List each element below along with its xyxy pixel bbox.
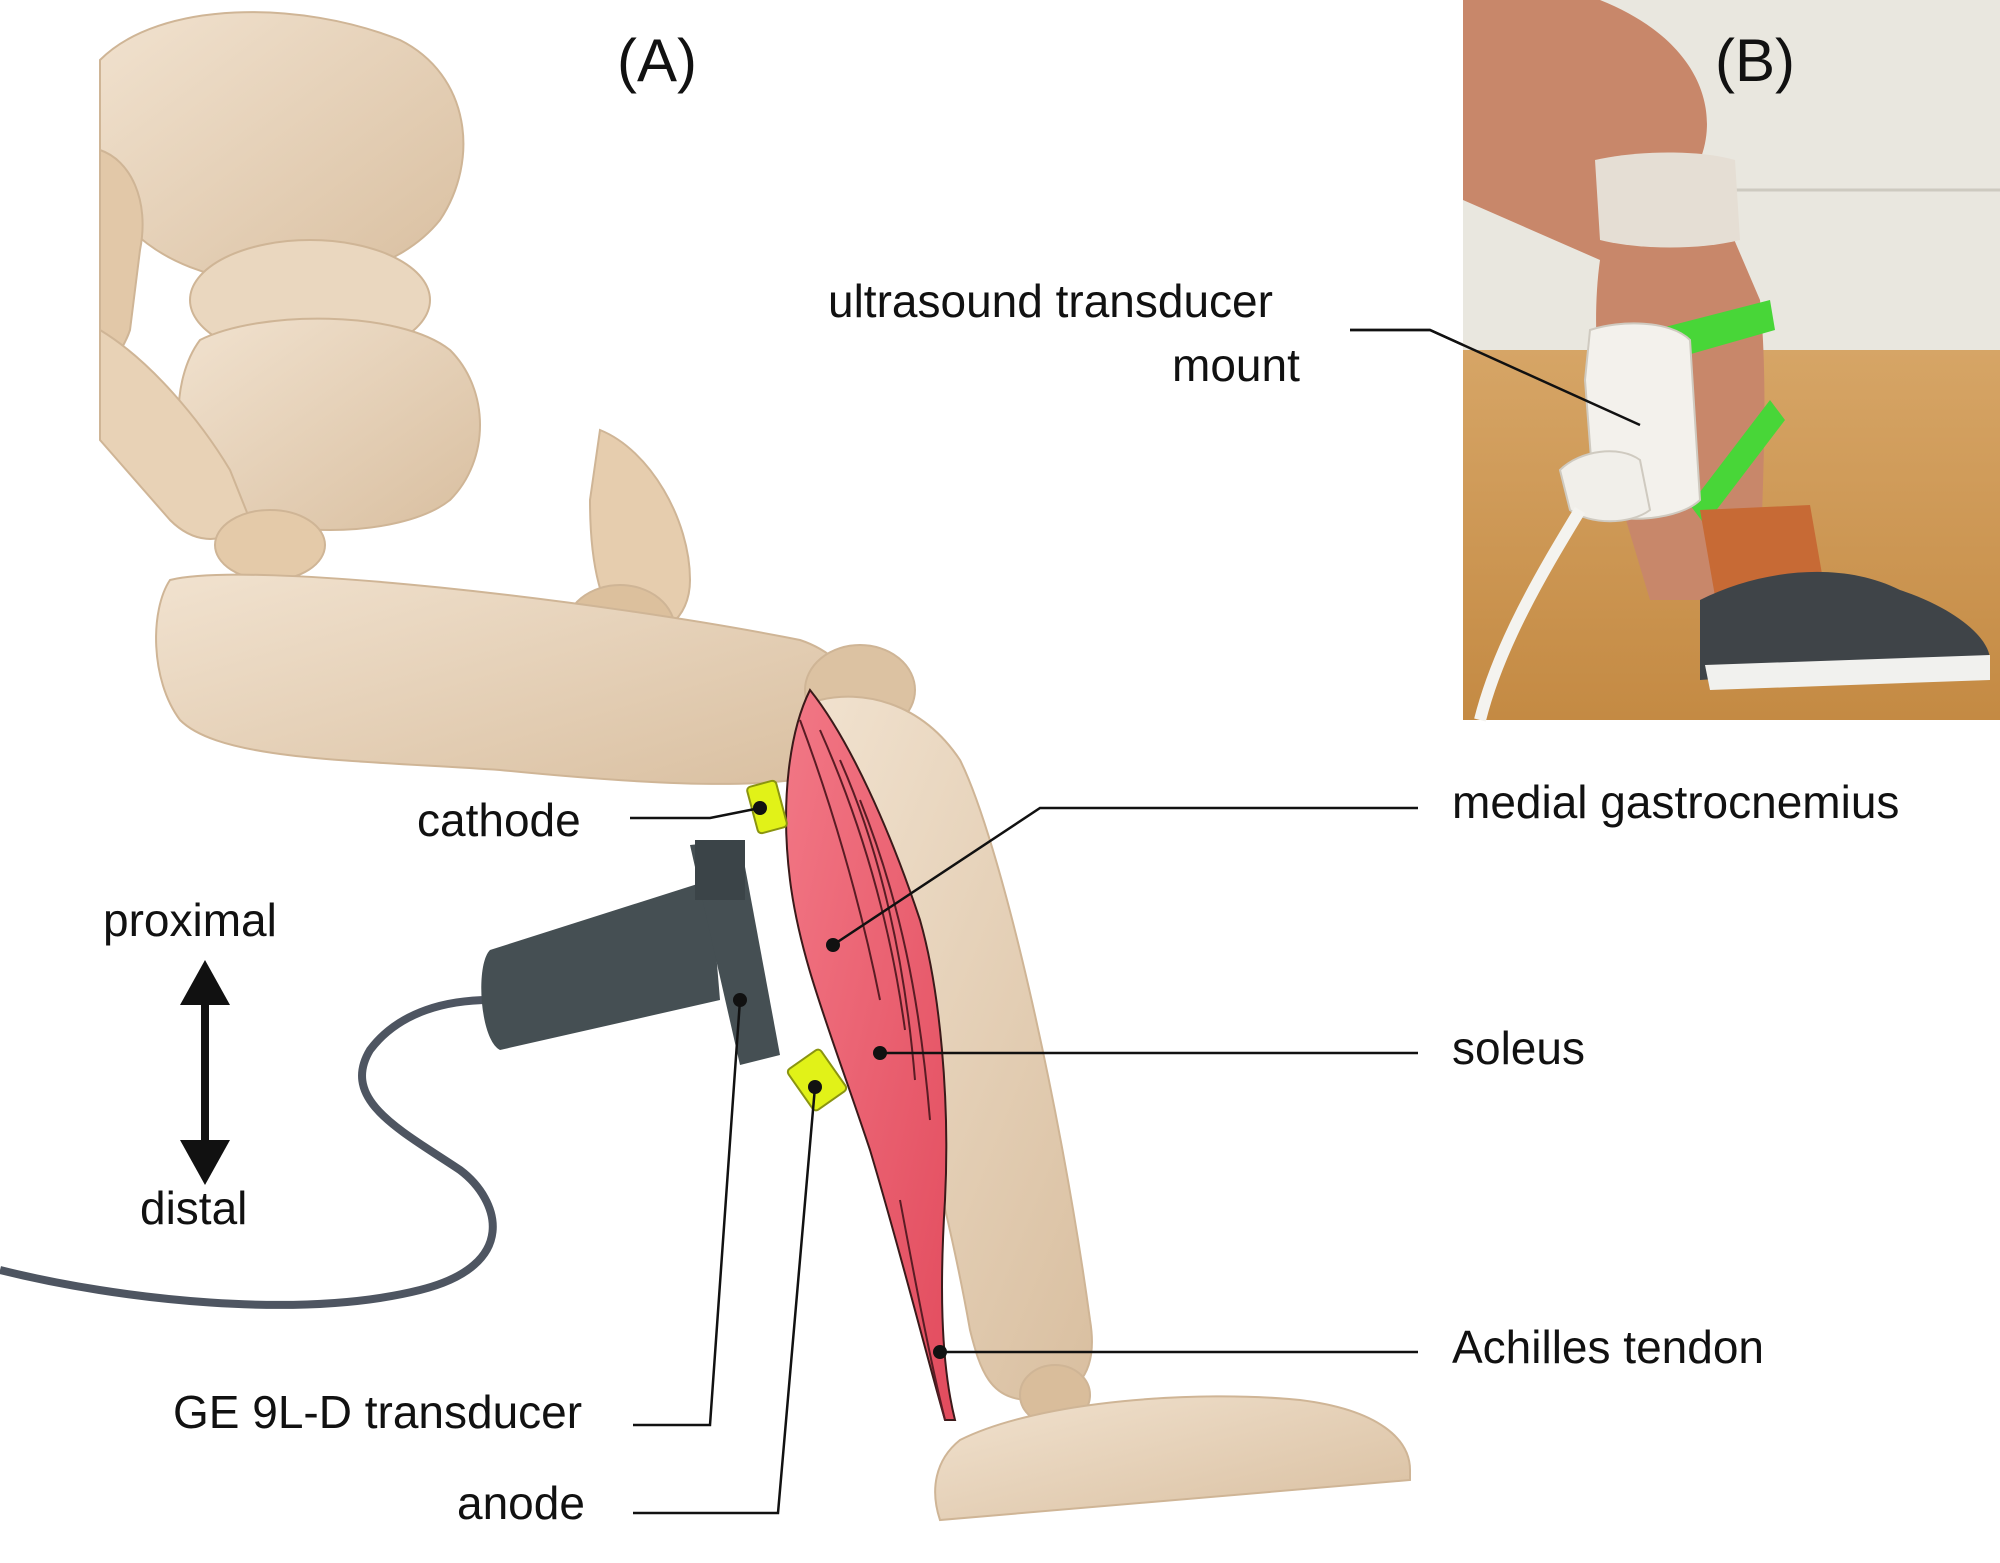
photo-strap-lower: [1690, 400, 1785, 525]
muscle-fiber: [799, 719, 881, 1001]
photo-shoe: [1700, 571, 1990, 680]
photo-tape: [1595, 152, 1740, 248]
probe-cap: [695, 840, 745, 900]
panel-b-label: (B): [1715, 27, 1795, 94]
distal-label: distal: [140, 1182, 248, 1234]
arrow-up-head: [180, 960, 230, 1005]
achilles-tendon-label: Achilles tendon: [1452, 1321, 1764, 1373]
direction-arrow: [180, 960, 230, 1185]
cathode-electrode: [746, 779, 788, 835]
mannequin: [99, 11, 1411, 1522]
gastrocnemius-muscle: [785, 688, 957, 1421]
anode-label: anode: [457, 1477, 585, 1529]
leader-lines: [630, 328, 1641, 1515]
probe-cable: [0, 996, 497, 1309]
mannequin-hand-left: [214, 509, 326, 581]
ultrasound-mount-label-line1: ultrasound transducer: [828, 275, 1273, 327]
mannequin-foot: [934, 1395, 1411, 1522]
ultrasound-probe: [0, 840, 780, 1309]
mannequin-thigh: [155, 573, 865, 785]
photo-shoe-sole: [1705, 655, 1990, 690]
panel-a-label: (A): [617, 27, 697, 94]
medial-gastrocnemius-label: medial gastrocnemius: [1452, 776, 1900, 828]
mannequin-forearm-left: [99, 328, 252, 540]
arrow-down-head: [180, 1140, 230, 1185]
proximal-label: proximal: [103, 894, 277, 946]
cathode-label: cathode: [417, 794, 581, 846]
mannequin-chest: [99, 11, 465, 284]
probe-handle: [481, 880, 720, 1050]
photo-cable: [1474, 506, 1586, 722]
achilles-tendon-shape: [899, 1199, 946, 1421]
leader-lines-b: [1350, 328, 1641, 427]
photo-probe: [1558, 450, 1652, 523]
ultrasound-mount-label-line2: mount: [1172, 339, 1300, 391]
photo-panel-b: [1463, 0, 2000, 722]
muscle-fiber: [859, 799, 931, 1121]
soleus-label: soleus: [1452, 1022, 1585, 1074]
anode-electrode: [786, 1048, 848, 1112]
muscle-fiber: [819, 729, 906, 1031]
transducer-label: GE 9L-D transducer: [173, 1386, 583, 1438]
